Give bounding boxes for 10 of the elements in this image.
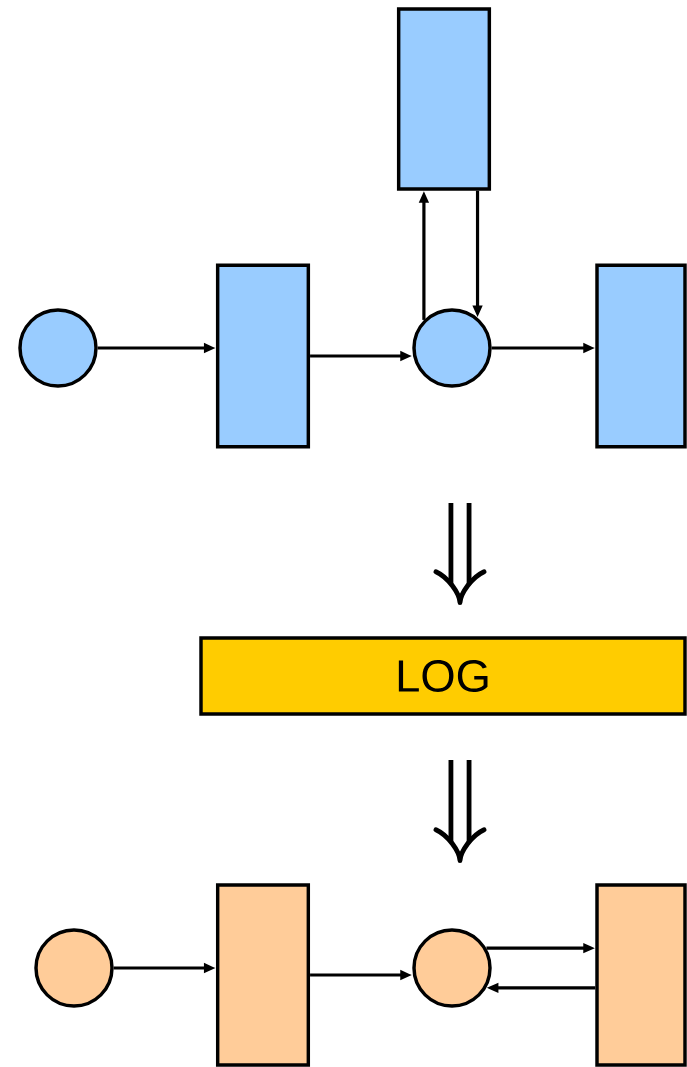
circle	[412, 308, 492, 388]
box	[396, 7, 492, 191]
box	[595, 263, 687, 449]
circle	[412, 928, 492, 1008]
log-bar: LOG	[199, 636, 687, 716]
circle	[18, 308, 98, 388]
circle	[34, 928, 114, 1008]
box	[595, 883, 687, 1067]
box	[215, 883, 311, 1067]
box	[215, 263, 311, 449]
